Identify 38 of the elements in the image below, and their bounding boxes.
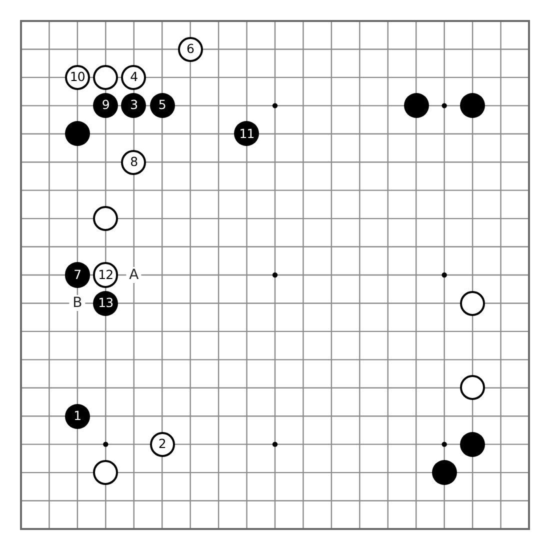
go-stone	[121, 93, 146, 118]
point-label: B	[70, 295, 86, 312]
move-number: 3	[130, 99, 138, 112]
point-label: A	[126, 267, 142, 283]
move-number: 5	[158, 99, 166, 112]
go-stone	[64, 64, 90, 90]
go-stone	[234, 121, 260, 146]
go-stone	[93, 460, 118, 486]
move-number: 6	[186, 42, 194, 56]
go-stone	[93, 290, 118, 316]
move-number: 1	[74, 410, 82, 422]
move-number: 12	[98, 268, 114, 282]
move-number: 10	[70, 71, 85, 84]
go-stone	[460, 432, 486, 457]
move-number: 8	[130, 156, 138, 168]
move-number: 7	[74, 268, 82, 282]
go-stone	[93, 64, 118, 90]
move-number: 4	[130, 71, 138, 84]
go-stone	[460, 290, 486, 316]
go-stone	[64, 404, 90, 429]
go-stone	[93, 93, 118, 118]
go-stone	[93, 206, 118, 232]
go-stone	[150, 93, 175, 118]
move-number: 2	[158, 438, 166, 451]
move-number: 9	[102, 99, 110, 112]
move-number: 13	[98, 296, 114, 310]
go-stone	[121, 150, 146, 175]
go-stone	[64, 121, 90, 146]
go-stone	[432, 460, 457, 486]
go-stone	[460, 93, 486, 118]
go-stone	[121, 64, 146, 90]
go-stone	[150, 432, 175, 457]
go-stone	[404, 93, 429, 118]
go-stone	[178, 36, 203, 62]
move-number: 11	[239, 128, 254, 140]
go-stone	[93, 262, 118, 288]
go-stone	[460, 375, 486, 400]
go-stone	[64, 262, 90, 288]
